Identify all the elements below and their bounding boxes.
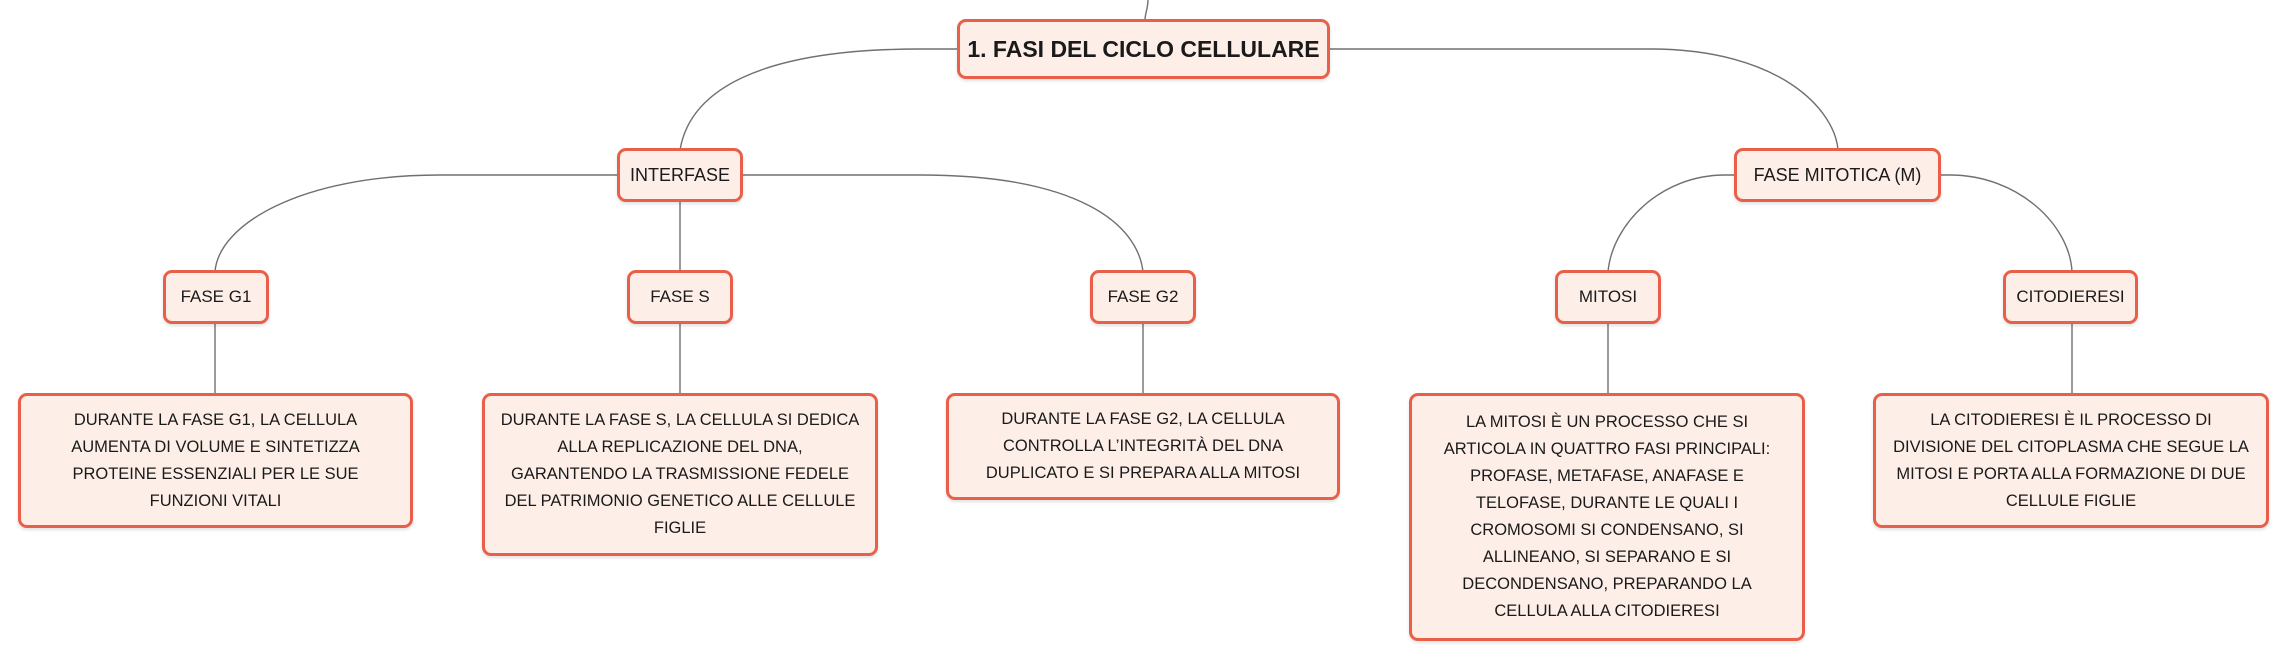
description-fase-g2: DURANTE LA FASE G2, LA CELLULA CONTROLLA… [946,393,1340,500]
connector-root-mitotica [1330,48,1839,151]
connector-root-interfase [679,48,960,151]
node-fase-s[interactable]: FASE S [627,270,733,324]
description-fase-g1: DURANTE LA FASE G1, LA CELLULA AUMENTA D… [18,393,413,528]
node-citodieresi[interactable]: CITODIERESI [2003,270,2138,324]
node-fase-g2[interactable]: FASE G2 [1090,270,1196,324]
description-fase-s: DURANTE LA FASE S, LA CELLULA SI DEDICA … [482,393,878,556]
branch-node-fase-mitotica[interactable]: FASE MITOTICA (M) [1734,148,1941,202]
connector-mitotica-mitosi [1607,174,1737,273]
root-node[interactable]: 1. FASI DEL CICLO CELLULARE [957,19,1330,79]
description-citodieresi: LA CITODIERESI È IL PROCESSO DI DIVISION… [1873,393,2269,528]
connector-mitotica-citodieresi [1940,174,2073,273]
node-fase-g1[interactable]: FASE G1 [163,270,269,324]
connector-root-parent [1144,0,1149,21]
connector-interfase-g2 [740,174,1144,273]
node-mitosi[interactable]: MITOSI [1555,270,1661,324]
description-mitosi: LA MITOSI È UN PROCESSO CHE SI ARTICOLA … [1409,393,1805,641]
connector-interfase-g1 [214,174,618,273]
branch-node-interfase[interactable]: INTERFASE [617,148,743,202]
